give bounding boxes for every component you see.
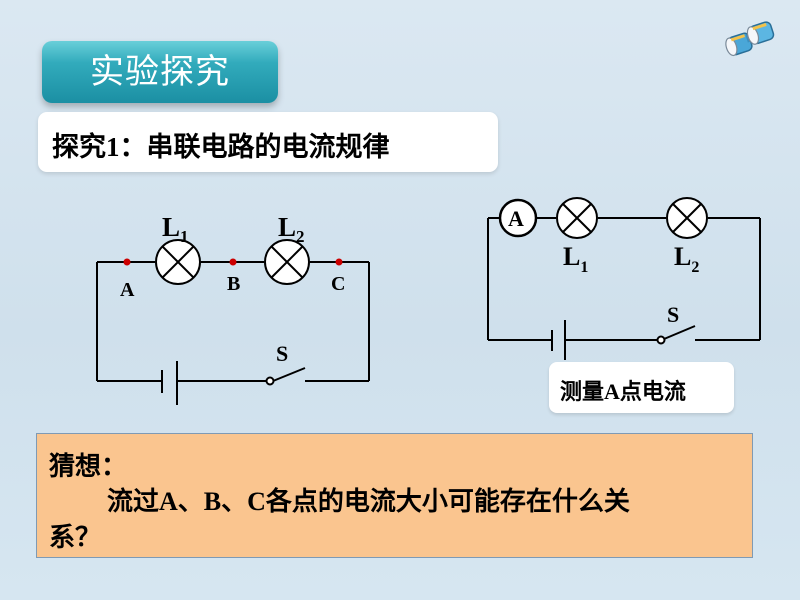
point-b-label: B (227, 273, 240, 295)
hypothesis-line-1: 流过A、B、C各点的电流大小可能存在什么关 (107, 487, 630, 516)
node-dot-c (335, 258, 343, 266)
lamp-l1-left-label: L1 (162, 212, 189, 246)
switch-right (656, 325, 696, 345)
lamp-l2-right-label: L2 (674, 242, 699, 276)
lamp-l1-right (556, 197, 598, 239)
subtitle-text: 探究1：串联电路的电流规律 (52, 132, 390, 162)
node-dot-a (123, 258, 131, 266)
node-dots (123, 258, 343, 266)
switch-right-label: S (667, 302, 679, 327)
switch-left-label: S (276, 341, 288, 366)
subtitle-box: 探究1：串联电路的电流规律 (38, 112, 498, 172)
ammeter: A (498, 198, 538, 238)
right-series-circuit (487, 217, 761, 341)
page-title: 实验探究 (42, 41, 278, 103)
point-c-label: C (331, 273, 345, 295)
lamp-l2-right (666, 197, 708, 239)
lamp-l1-right-label: L1 (563, 242, 588, 276)
binoculars-icon (725, 21, 775, 57)
hypothesis-box: 猜想： 流过A、B、C各点的电流大小可能存在什么关 系？ (36, 433, 753, 558)
battery-right (551, 320, 566, 360)
lamp-l2-left (264, 239, 310, 285)
lamp-l1-left (155, 239, 201, 285)
hypothesis-line-2: 系？ (49, 523, 102, 552)
battery-left (161, 361, 178, 405)
caption-text: 测量A点电流 (560, 379, 686, 404)
point-a-label: A (120, 279, 135, 301)
hypothesis-title: 猜想： (49, 452, 128, 481)
ammeter-label: A (508, 206, 524, 231)
lamp-l2-left-label: L2 (278, 212, 305, 246)
caption-box: 测量A点电流 (549, 362, 734, 413)
switch-left (265, 367, 306, 386)
node-dot-b (229, 258, 237, 266)
